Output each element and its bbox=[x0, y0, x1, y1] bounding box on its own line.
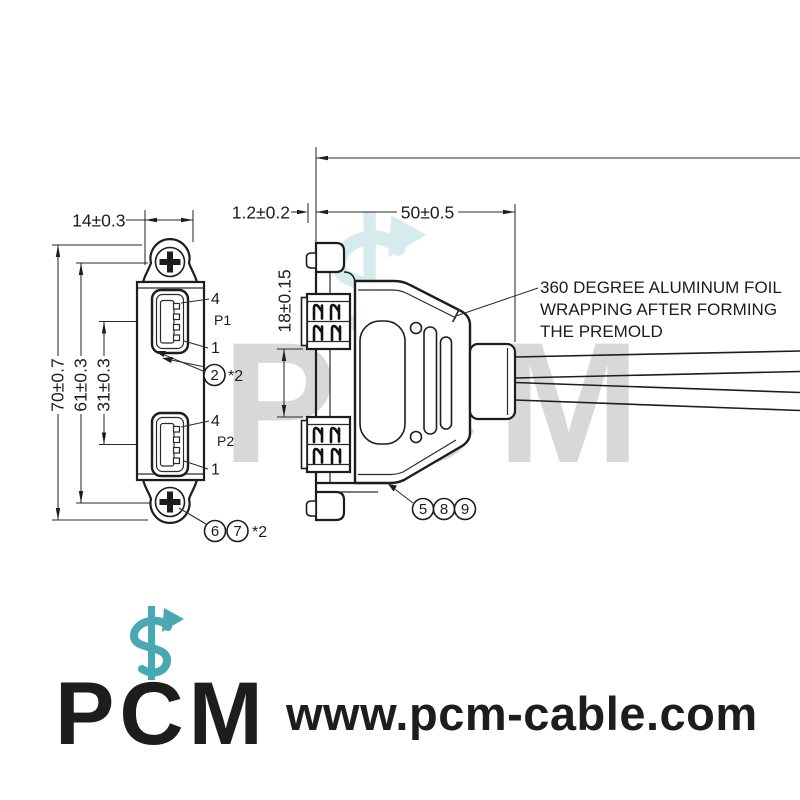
usb-port-p1-front bbox=[150, 288, 190, 355]
front-view bbox=[135, 238, 206, 524]
callout-2-number: 2 bbox=[210, 367, 218, 384]
dim-overall-height: 70±0.7 bbox=[48, 358, 68, 411]
usb-port-p1-side bbox=[300, 292, 352, 351]
p2-pin1-label: 1 bbox=[211, 462, 220, 479]
callout-circle-6 bbox=[203, 519, 227, 543]
callout-7-number: 7 bbox=[233, 523, 241, 540]
callout-circle-9 bbox=[453, 497, 477, 521]
p1-port-label: P1 bbox=[214, 312, 231, 328]
labels-and-callouts: 4 P1 1 2 *2 4 P2 1 6 7 *2 5 8 9 bbox=[155, 278, 782, 543]
dim-panel-thickness: 1.2±0.2 bbox=[232, 203, 290, 223]
dim-premold-length: 50±0.5 bbox=[401, 203, 454, 223]
dim-port-gap: 18±0.15 bbox=[275, 269, 295, 332]
callout-5-number: 5 bbox=[419, 501, 427, 518]
side-view bbox=[300, 241, 800, 522]
branding-footer: PCM www.pcm-cable.com bbox=[55, 606, 758, 763]
dim-port-spacing: 31±0.3 bbox=[94, 358, 114, 411]
p2-pin4-label: 4 bbox=[211, 413, 220, 430]
callout-67-qty: *2 bbox=[252, 524, 267, 541]
callout-9-number: 9 bbox=[461, 501, 469, 518]
side-bottom-screw-icon bbox=[305, 500, 317, 517]
cable-lines bbox=[514, 350, 800, 412]
p1-pin1-label: 1 bbox=[211, 340, 220, 357]
usb-port-p2-side bbox=[300, 415, 352, 474]
callout-circle-7 bbox=[226, 519, 249, 543]
strain-relief bbox=[468, 342, 517, 421]
dimension-texts: 14±0.3 1.2±0.2 50±0.5 70±0.7 61±0.3 31±0… bbox=[48, 203, 455, 412]
dimension-lines bbox=[52, 147, 800, 521]
logo-text: PCM bbox=[55, 663, 268, 763]
dim-screw-spacing: 61±0.3 bbox=[71, 358, 91, 411]
callout-8-number: 8 bbox=[440, 501, 448, 518]
premold-vents bbox=[359, 320, 453, 445]
callout-circle-2 bbox=[203, 363, 226, 387]
note-line2: WRAPPING AFTER FORMING bbox=[540, 300, 777, 319]
p1-pin4-label: 4 bbox=[211, 291, 220, 308]
callout-2-qty: *2 bbox=[228, 368, 243, 385]
callout-6-number: 6 bbox=[211, 523, 219, 540]
side-top-tab bbox=[314, 241, 346, 274]
dim-tab-width: 14±0.3 bbox=[72, 211, 125, 231]
p2-port-label: P2 bbox=[217, 433, 234, 449]
note-line1: 360 DEGREE ALUMINUM FOIL bbox=[540, 278, 782, 297]
website-url[interactable]: www.pcm-cable.com bbox=[285, 687, 758, 740]
usb-port-p2-front bbox=[150, 411, 190, 478]
side-top-screw-icon bbox=[305, 252, 317, 269]
side-bottom-tab bbox=[314, 490, 346, 522]
note-line3: THE PREMOLD bbox=[540, 322, 663, 341]
premold-body bbox=[353, 279, 472, 485]
